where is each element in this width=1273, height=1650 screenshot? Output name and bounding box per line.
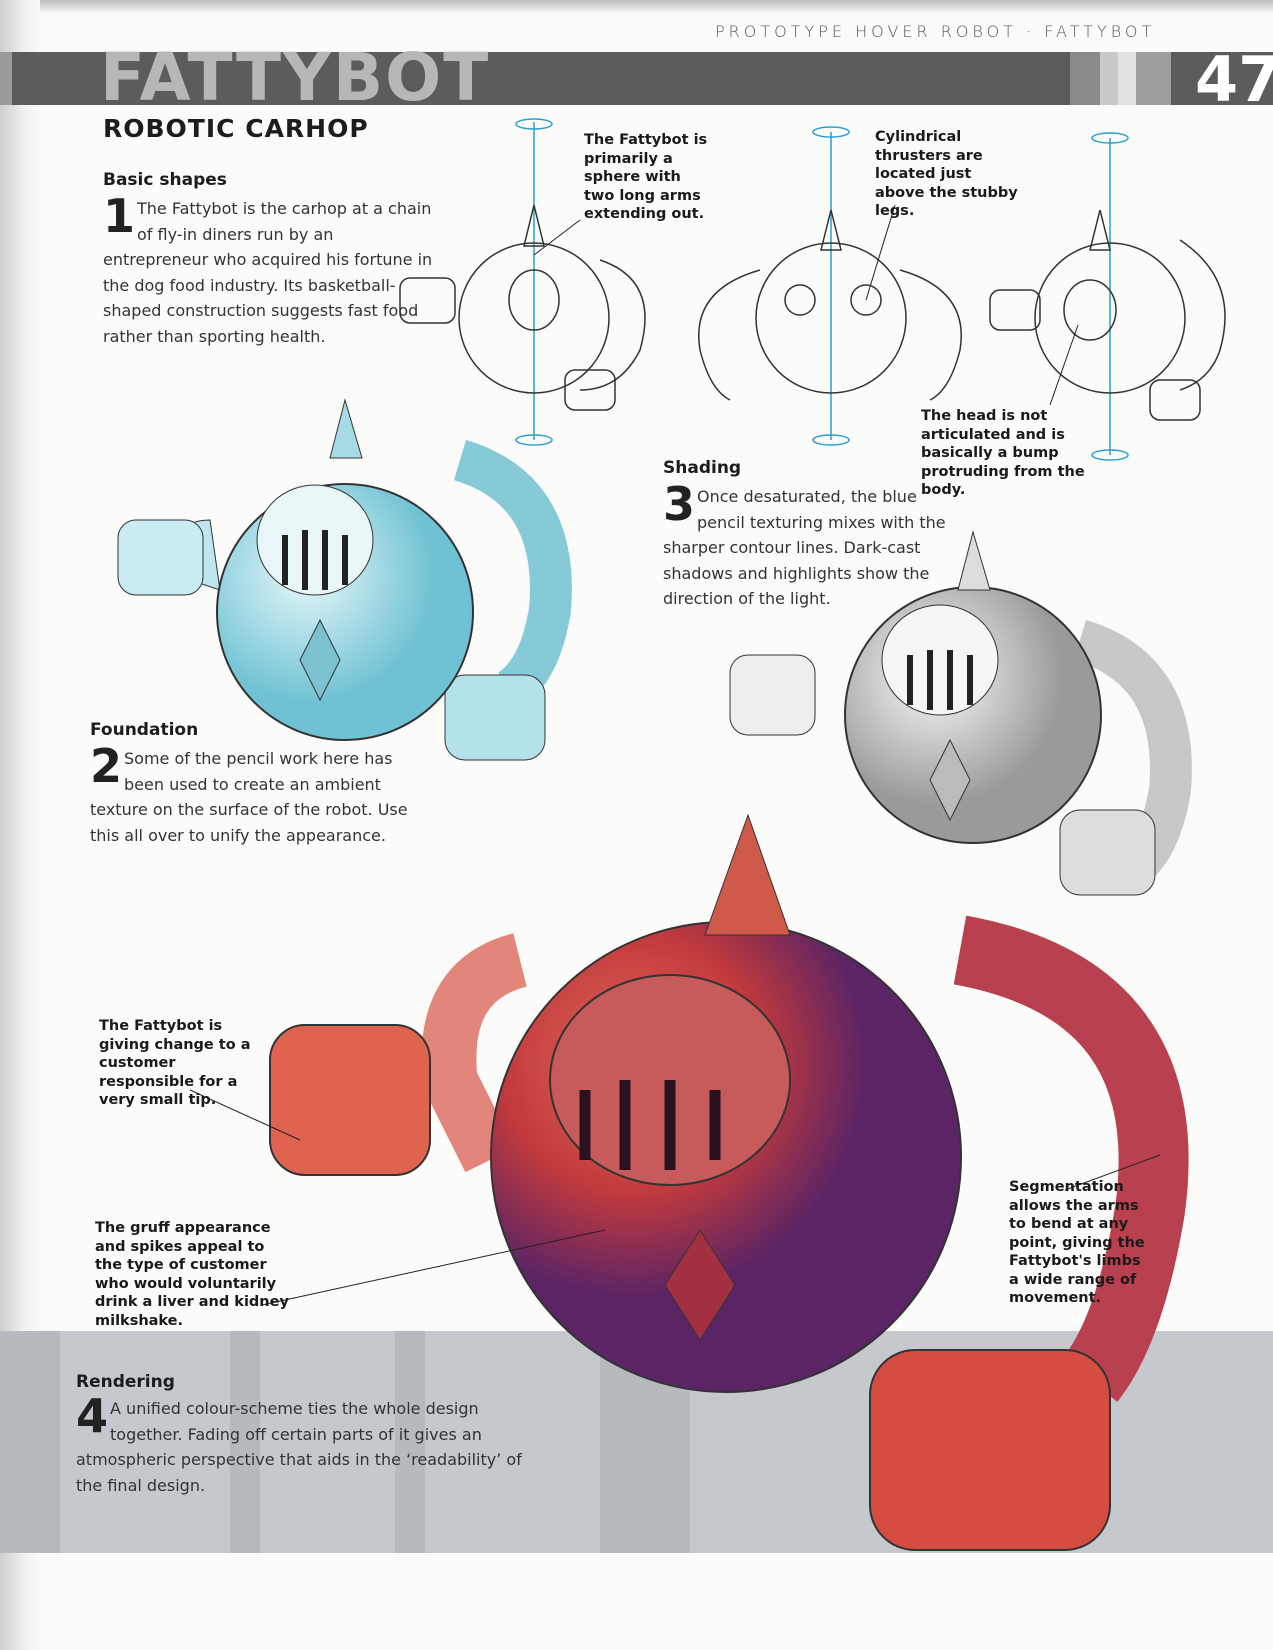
sketch-robot-front [698,126,962,446]
step-text: Some of the pencil work here has been us… [90,749,408,845]
robot-gray-shading [729,530,1192,896]
page-title: ROBOTIC CARHOP [103,114,369,143]
step-text: A unified colour-scheme ties the whole d… [76,1399,522,1495]
title-banner [0,52,1273,105]
callout-segmentation: Segmentation allows the arms to bend at … [1009,1179,1145,1306]
step-heading: Shading [663,458,742,478]
sketch-robot-side [399,118,646,446]
step-text: The Fattybot is the carhop at a chain of… [103,199,433,346]
step-text: Once desaturated, the blue pencil textur… [663,487,946,608]
callout-leaders [189,204,1161,1306]
step-heading: Rendering [76,1372,175,1392]
step-heading: Basic shapes [103,170,227,190]
callout-head: The head is not articulated and is basic… [921,408,1085,498]
callout-gruff: The gruff appearance and spikes appeal t… [95,1220,289,1329]
robot-blue-foundation [117,398,572,761]
page-shadow [0,0,1273,14]
callout-thrusters: Cylindrical thrusters are located just a… [875,129,1018,219]
step-number: 4 [76,1389,109,1443]
step-number: 1 [103,189,136,243]
step-heading: Foundation [90,720,199,740]
page-number: 47 [1195,43,1273,116]
step-number: 3 [663,477,696,531]
callout-change: The Fattybot is giving change to a custo… [99,1018,251,1108]
callout-sphere: The Fattybot is primarily a sphere with … [584,132,708,222]
step-number: 2 [90,739,123,793]
sketch-robot-three-quarter [989,132,1226,461]
robot-red-rendering [269,813,1189,1551]
running-title: PROTOTYPE HOVER ROBOT · FATTYBOT [715,22,1156,41]
banner-title: FATTYBOT [100,39,491,105]
